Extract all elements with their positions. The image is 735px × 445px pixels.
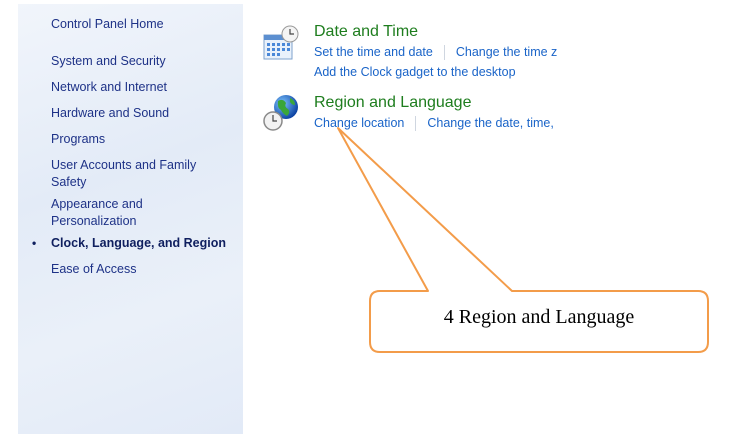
date-time-links-2: Add the Clock gadget to the desktop [314, 64, 516, 80]
region-language-title[interactable]: Region and Language [314, 94, 472, 111]
category-region-language: Region and Language Change location Chan… [262, 93, 702, 153]
link-separator [415, 115, 417, 131]
sidebar-item-hardware-sound[interactable]: Hardware and Sound [51, 106, 170, 120]
change-location-link[interactable]: Change location [314, 116, 405, 130]
globe-clock-icon[interactable] [262, 93, 302, 133]
date-time-title[interactable]: Date and Time [314, 23, 419, 40]
sidebar-item-control-panel-home[interactable]: Control Panel Home [51, 17, 164, 31]
sidebar-item-label: Clock, Language, and Region [51, 236, 227, 250]
link-separator [443, 44, 445, 60]
change-date-time-format-link[interactable]: Change the date, time, [427, 116, 554, 130]
date-time-links: Set the time and date Change the time z [314, 44, 557, 60]
region-language-links: Change location Change the date, time, [314, 115, 554, 131]
set-time-date-link[interactable]: Set the time and date [314, 45, 433, 59]
calendar-clock-icon[interactable] [262, 25, 302, 65]
change-time-zone-link[interactable]: Change the time z [455, 45, 558, 59]
sidebar-item-network-internet[interactable]: Network and Internet [51, 80, 168, 94]
add-clock-gadget-link[interactable]: Add the Clock gadget to the desktop [314, 65, 516, 79]
sidebar-list: Control Panel Home System and Security N… [32, 16, 239, 287]
sidebar-item-user-accounts[interactable]: User Accounts and Family Safety [51, 158, 197, 189]
sidebar-item-appearance[interactable]: Appearance and Personalization [51, 197, 143, 228]
sidebar-item-system-security[interactable]: System and Security [51, 54, 166, 68]
sidebar-item-clock-language-region[interactable]: • Clock, Language, and Region [32, 235, 239, 252]
callout-text: 4 Region and Language [443, 306, 635, 328]
sidebar-item-ease-of-access[interactable]: Ease of Access [51, 262, 137, 276]
category-date-time: Date and Time Set the time and date Chan… [262, 22, 702, 82]
sidebar-item-programs[interactable]: Programs [51, 132, 106, 146]
sidebar: Control Panel Home System and Security N… [18, 4, 243, 434]
active-bullet: • [32, 236, 37, 250]
